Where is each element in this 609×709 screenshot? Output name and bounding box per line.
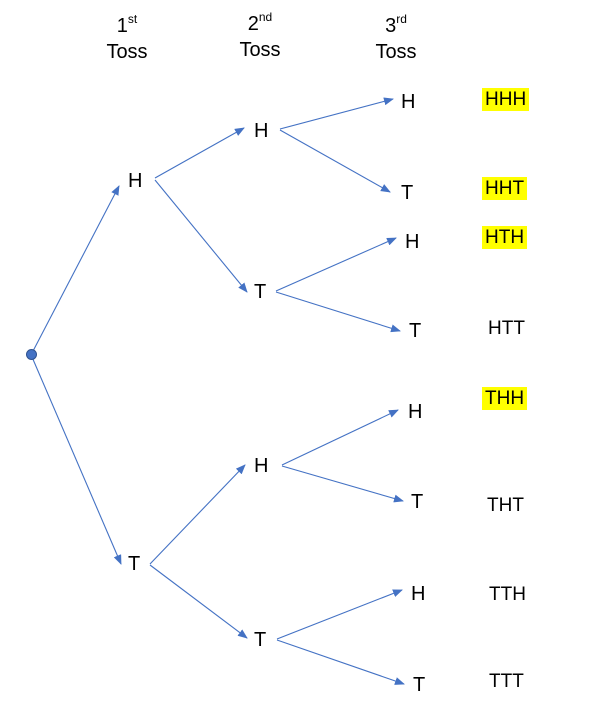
header-toss-1: 1st Toss: [106, 12, 148, 63]
outcome-hth: HTH: [482, 226, 528, 249]
edge-tt-ttt: [276, 639, 405, 685]
outcome-tht: THT: [487, 495, 524, 516]
toss3-node-hhh: H: [401, 91, 416, 113]
edge-th-tht: [281, 465, 404, 503]
edge-root-h: [31, 185, 120, 354]
outcome-tth: TTH: [489, 584, 526, 605]
edge-ht-hth: [275, 237, 397, 292]
edge-h-ht: [154, 179, 248, 293]
edge-th-thh: [281, 409, 399, 466]
toss3-node-htt: T: [409, 320, 422, 342]
toss3-node-tht: T: [411, 491, 424, 513]
toss2-node-hh: H: [254, 120, 269, 142]
edge-root-t: [31, 356, 122, 565]
toss2-node-ht: T: [254, 281, 267, 303]
toss1-node-t: T: [128, 553, 141, 575]
edge-h-hh: [154, 127, 245, 179]
outcome-hht: HHT: [482, 177, 528, 200]
outcome-ttt: TTT: [489, 671, 524, 692]
toss2-node-th: H: [254, 455, 269, 477]
outcome-htt: HTT: [488, 318, 525, 339]
outcome-thh: THH: [482, 387, 528, 410]
header-toss-3: 3rd Toss: [375, 12, 417, 63]
edge-t-th: [149, 464, 246, 565]
edge-t-tt: [149, 564, 248, 639]
edge-hh-hht: [279, 129, 391, 193]
toss3-node-ttt: T: [413, 674, 426, 696]
header-toss-2: 2nd Toss: [239, 10, 281, 61]
edge-ht-htt: [275, 291, 401, 333]
toss3-node-hth: H: [405, 231, 420, 253]
toss3-node-hht: T: [401, 182, 414, 204]
toss2-node-tt: T: [254, 629, 267, 651]
root-node: [26, 349, 37, 360]
toss1-node-h: H: [128, 170, 143, 192]
toss3-node-thh: H: [408, 401, 423, 423]
edge-tt-tth: [276, 589, 403, 640]
toss3-node-tth: H: [411, 583, 426, 605]
outcome-hhh: HHH: [482, 88, 530, 111]
edge-hh-hhh: [279, 97, 394, 130]
